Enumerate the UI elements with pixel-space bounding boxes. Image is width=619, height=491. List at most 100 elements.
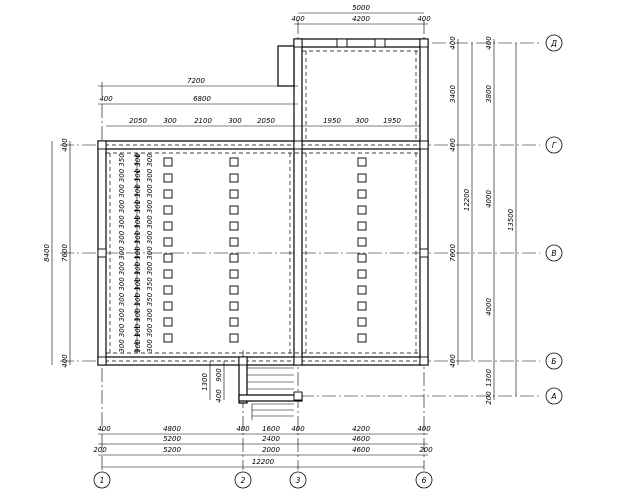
joist-spacing-label: 300: [118, 308, 126, 322]
dim-left-400-top: 400: [61, 138, 69, 152]
joist-spacing-label: 300: [134, 339, 142, 353]
dim-r3-200: 200: [485, 391, 493, 405]
axis-label-6: 6: [422, 476, 427, 485]
joist-spacing-label: 300: [134, 199, 142, 213]
post-square: [293, 140, 303, 150]
joist-spacing-label: 300: [118, 323, 126, 337]
wall-mid-3: [293, 140, 303, 366]
axis-label-G: Г: [552, 141, 557, 150]
joist-spacing-label: 300: [134, 323, 142, 337]
post-square: [238, 356, 248, 366]
joist-spacing-label: 300: [134, 292, 142, 306]
joist-spacing-label: 300: [118, 261, 126, 275]
column-square: [229, 317, 239, 327]
joist-spacing-label: 300: [146, 184, 154, 198]
dim-300b: 300: [228, 117, 242, 125]
axis-label-D: Д: [550, 39, 557, 48]
post-square: [419, 356, 429, 366]
post-square: [419, 248, 429, 258]
column-square: [229, 189, 239, 199]
dim-r3-3800: 3800: [485, 85, 493, 103]
dim-left-7600: 7600: [61, 244, 69, 262]
dim-top-4200: 4200: [352, 15, 370, 23]
axis-bubble-G: [545, 136, 563, 154]
dim-b3-4600: 4600: [352, 446, 370, 454]
dim-stair-1300: 1300: [201, 373, 209, 391]
axis-bubble-6: [415, 471, 433, 489]
dim-b3-2000: 2000: [262, 446, 280, 454]
joist-spacing-label: 300: [146, 261, 154, 275]
dim-top-400a: 400: [291, 15, 305, 23]
wall-annex-right: [419, 38, 429, 146]
column-square: [229, 285, 239, 295]
joist-spacing-label: 300: [134, 184, 142, 198]
axis-bubble-B: [545, 352, 563, 370]
joist-spacing-label: 300: [134, 277, 142, 291]
dim-b2-2400: 2400: [262, 435, 280, 443]
joist-spacing-label: 350: [146, 277, 154, 291]
dim-stair-900: 900: [215, 368, 223, 382]
joist-spacing-label: 300: [146, 230, 154, 244]
dim-2100: 2100: [194, 117, 212, 125]
joist-spacing-label: 300: [146, 215, 154, 229]
joist-spacing-label: 350: [146, 292, 154, 306]
dim-b1-400a: 400: [97, 425, 111, 433]
joist-ticks: [134, 153, 140, 353]
column-square: [357, 205, 367, 215]
column-square: [229, 269, 239, 279]
joist-spacing-label: 300: [146, 323, 154, 337]
dim-b3-200a: 200: [93, 446, 107, 454]
axis-bubble-2: [234, 471, 252, 489]
dim-7200: 7200: [187, 77, 205, 85]
post-square: [419, 38, 429, 48]
axis-bubble-3: [289, 471, 307, 489]
joist-spacing-label: 300: [118, 246, 126, 260]
joist-spacing-label: 350: [118, 153, 126, 167]
dim-b1-1600: 1600: [262, 425, 280, 433]
wall-annex-left: [293, 38, 303, 146]
dim-b3-5200: 5200: [163, 446, 181, 454]
dim-b2-5200: 5200: [163, 435, 181, 443]
porch-block: [277, 45, 295, 87]
column-square: [357, 333, 367, 343]
joist-spacing-label: 300: [146, 308, 154, 322]
axis-label-A: А: [550, 392, 556, 401]
axis-bubble-1: [93, 471, 111, 489]
dim-r1-3400: 3400: [449, 85, 457, 103]
column-squares: [97, 38, 429, 401]
joist-spacing-label: 300: [146, 246, 154, 260]
axis-label-3: 3: [296, 476, 301, 485]
post-square: [293, 356, 303, 366]
joist-spacing-label: 300: [118, 292, 126, 306]
dim-300a: 300: [163, 117, 177, 125]
dim-left-400-bot: 400: [61, 354, 69, 368]
column-square: [229, 221, 239, 231]
bracket-square: [374, 38, 386, 48]
axis-label-V: В: [551, 249, 556, 258]
dim-b1-400c: 400: [291, 425, 305, 433]
joist-spacing-label: 300: [134, 308, 142, 322]
dim-r3-4000b: 4000: [485, 298, 493, 316]
column-square: [229, 333, 239, 343]
bracket-square: [336, 38, 348, 48]
column-square: [229, 157, 239, 167]
dim-b4-12200: 12200: [252, 458, 275, 466]
joist-spacing-label: 300: [118, 215, 126, 229]
dim-2050a: 2050: [129, 117, 147, 125]
joist-spacing-label: 300: [134, 230, 142, 244]
axis-label-1: 1: [100, 476, 105, 485]
post-square: [97, 140, 107, 150]
dim-r1-400c: 400: [449, 354, 457, 368]
dim-r3-400: 400: [485, 36, 493, 50]
dim-b1-400d: 400: [417, 425, 431, 433]
column-square: [357, 285, 367, 295]
joist-spacing-label: 300: [146, 339, 154, 353]
joist-spacing-label: 300: [134, 215, 142, 229]
post-square: [97, 356, 107, 366]
dim-r2-12200: 12200: [463, 188, 471, 211]
joist-spacing-label: 300: [134, 246, 142, 260]
post-square: [97, 248, 107, 258]
dim-top-5000: 5000: [352, 4, 370, 12]
dim-b1-4200: 4200: [352, 425, 370, 433]
